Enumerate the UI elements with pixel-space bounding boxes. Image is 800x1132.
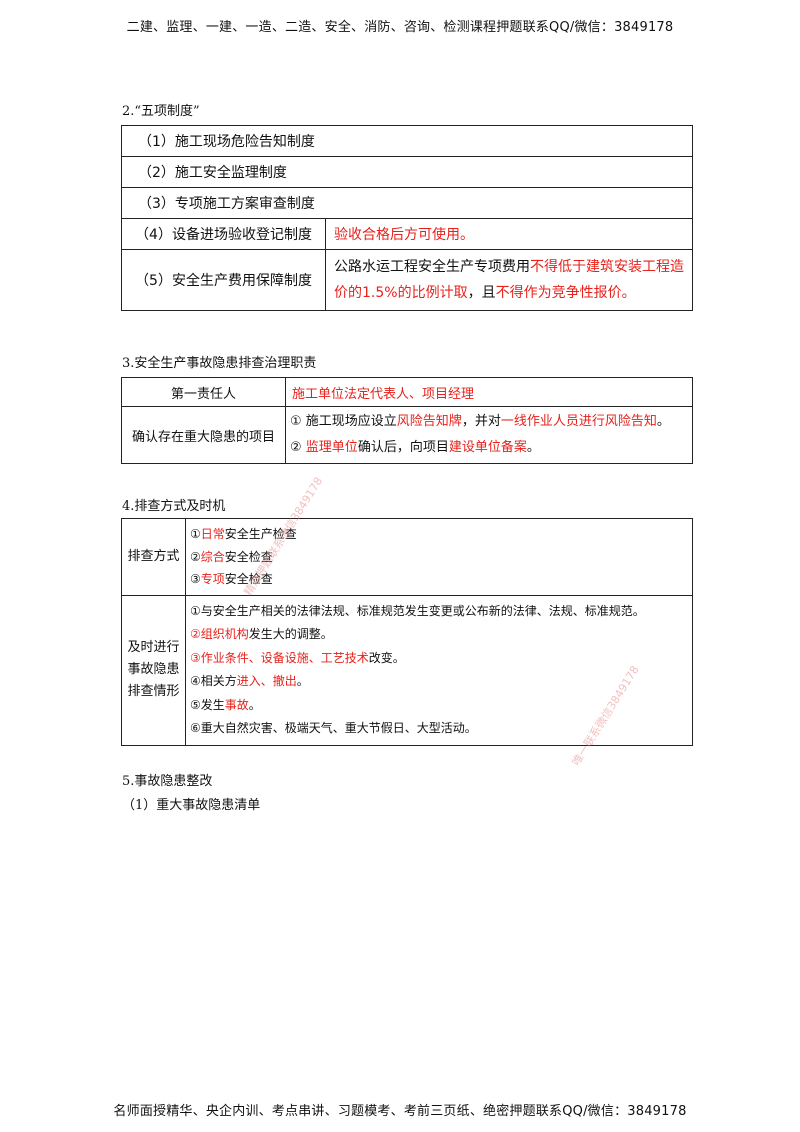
table-cell: 确认存在重大隐患的项目: [121, 406, 286, 464]
text: ④相关方: [190, 674, 237, 688]
text-highlight: 综合: [200, 549, 225, 564]
list-item: ①与安全生产相关的法律法规、标准规范发生变更或公布新的法律、法规、标准规范。: [190, 603, 645, 618]
text: ③: [190, 572, 201, 586]
five-systems-table: （1）施工现场危险告知制度 （2）施工安全监理制度 （3）专项施工方案审查制度 …: [121, 125, 693, 311]
text-highlight: ③作业条件、设备设施、工艺技术: [190, 650, 369, 665]
text: 。: [248, 697, 261, 712]
table-cell: 公路水运工程安全生产专项费用不得低于建筑安装工程造价的1.5%的比例计取，且不得…: [325, 249, 693, 311]
text: ①: [190, 527, 201, 541]
text: 。: [526, 440, 540, 455]
table-cell: （2）施工安全监理制度: [121, 156, 693, 188]
text: 确认后，向项目: [357, 440, 449, 455]
table-row: （2）施工安全监理制度: [121, 156, 693, 188]
list-item: ⑥重大自然灾害、极端天气、重大节假日、大型活动。: [190, 721, 477, 735]
cell-label: （4）设备进场验收登记制度: [135, 227, 312, 243]
text: ，并对: [461, 414, 501, 429]
table-cell: 验收合格后方可使用。: [325, 218, 693, 250]
text-highlight: 建设单位备案: [448, 440, 527, 455]
cell-label: 排查方式: [127, 548, 180, 564]
table-cell: ① 施工现场应设立风险告知牌，并对一线作业人员进行风险告知。 ② 监理单位确认后…: [285, 406, 693, 464]
text-highlight: ②组织机构: [190, 627, 249, 641]
text: ⑤发生: [190, 697, 225, 712]
page-header: 二建、监理、一建、一造、二造、安全、消防、咨询、检测课程押题联系QQ/微信：38…: [126, 20, 674, 35]
cell-label: 确认存在重大隐患的项目: [131, 429, 275, 445]
text: 。: [296, 674, 309, 688]
text-highlight: 监理单位: [305, 440, 358, 455]
text: 安全生产检查: [224, 527, 297, 541]
table-cell: （3）专项施工方案审查制度: [121, 187, 693, 219]
table-cell: 排查方式: [121, 518, 186, 596]
cell-label: 事故隐患: [127, 662, 180, 677]
table-cell: （5）安全生产费用保障制度: [121, 249, 326, 311]
text-highlight: 风险告知牌: [396, 414, 462, 429]
page-footer: 名师面授精华、央企内训、考点串讲、习题模考、考前三页纸、绝密押题联系QQ/微信：…: [113, 1104, 687, 1119]
list-item: ③专项安全检查: [190, 568, 692, 591]
text: 安全检查: [224, 572, 273, 586]
cell-label: （3）专项施工方案审查制度: [138, 196, 315, 212]
inspection-table: 排查方式 ①日常安全生产检查 ②综合安全检查 ③专项安全检查 及时进行 事故隐患…: [121, 518, 693, 746]
table-row: （1）施工现场危险告知制度: [121, 125, 693, 157]
list-item: ①日常安全生产检查: [190, 523, 692, 546]
table-row: 及时进行 事故隐患 排查情形 ①与安全生产相关的法律法规、标准规范发生变更或公布…: [121, 594, 693, 746]
text-highlight: 专项: [200, 572, 225, 586]
list-item: ②综合安全检查: [190, 546, 692, 569]
text-highlight: 事故: [224, 697, 249, 712]
section-4-title: 4.排查方式及时机: [122, 499, 226, 514]
table-row: （3）专项施工方案审查制度: [121, 187, 693, 219]
text: ②: [190, 549, 201, 564]
cell-label: （1）施工现场危险告知制度: [138, 134, 315, 150]
text: 发生大的调整。: [248, 627, 333, 641]
text: 。: [656, 414, 670, 429]
cell-note-highlight: 不得作为竞争性报价。: [495, 285, 636, 301]
list-item: ⑤发生事故。: [190, 694, 692, 718]
table-cell: （1）施工现场危险告知制度: [121, 125, 693, 157]
table-cell: 及时进行 事故隐患 排查情形: [121, 594, 186, 746]
list-item: ④相关方进入、撤出。: [190, 670, 692, 694]
cell-label: （5）安全生产费用保障制度: [135, 273, 312, 289]
table-row: （4）设备进场验收登记制度 验收合格后方可使用。: [121, 218, 693, 250]
cell-label: 第一责任人: [170, 386, 236, 402]
text-highlight: 一线作业人员进行风险告知: [500, 414, 657, 429]
text: 安全检查: [224, 549, 273, 564]
section-5-subtitle: （1）重大事故隐患清单: [122, 798, 261, 813]
text: ②: [290, 440, 306, 455]
section-5-title: 5.事故隐患整改: [122, 774, 213, 789]
list-item: ②组织机构发生大的调整。: [190, 623, 692, 647]
table-row: 确认存在重大隐患的项目 ① 施工现场应设立风险告知牌，并对一线作业人员进行风险告…: [121, 406, 693, 464]
cell-label: 排查情形: [127, 684, 180, 699]
section-3-title: 3.安全生产事故隐患排查治理职责: [122, 356, 317, 371]
cell-note: 公路水运工程安全生产专项费用: [334, 259, 530, 275]
hazard-duty-table: 第一责任人 施工单位法定代表人、项目经理 确认存在重大隐患的项目 ① 施工现场应…: [121, 377, 693, 464]
table-row: 第一责任人 施工单位法定代表人、项目经理: [121, 377, 693, 407]
table-cell: （4）设备进场验收登记制度: [121, 218, 326, 250]
section-2-title: 2.“五项制度”: [122, 104, 200, 119]
cell-note-highlight: 不得低于建筑安装工程造价的1.5%的比例计取: [334, 259, 684, 301]
duty-line-2: ② 监理单位确认后，向项目建设单位备案。: [290, 435, 692, 461]
cell-note: 验收合格后方可使用。: [334, 227, 474, 243]
duty-line-1: ① 施工现场应设立风险告知牌，并对一线作业人员进行风险告知。: [290, 409, 692, 435]
table-cell: ①与安全生产相关的法律法规、标准规范发生变更或公布新的法律、法规、标准规范。 ②…: [185, 594, 693, 746]
text-highlight: 日常: [200, 527, 225, 541]
cell-note: ，且: [467, 285, 496, 301]
cell-value: 施工单位法定代表人、项目经理: [292, 386, 475, 402]
cell-label: （2）施工安全监理制度: [138, 165, 287, 181]
table-cell: 第一责任人: [121, 377, 286, 407]
list-item: ③作业条件、设备设施、工艺技术改变。: [190, 647, 692, 671]
table-row: （5）安全生产费用保障制度 公路水运工程安全生产专项费用不得低于建筑安装工程造价…: [121, 249, 693, 311]
table-cell: 施工单位法定代表人、项目经理: [285, 377, 693, 407]
cell-label: 及时进行: [127, 640, 180, 655]
text: 改变。: [368, 650, 405, 665]
text-highlight: 进入、撤出: [236, 674, 297, 688]
table-row: 排查方式 ①日常安全生产检查 ②综合安全检查 ③专项安全检查: [121, 518, 693, 596]
text: ① 施工现场应设立: [290, 414, 397, 429]
